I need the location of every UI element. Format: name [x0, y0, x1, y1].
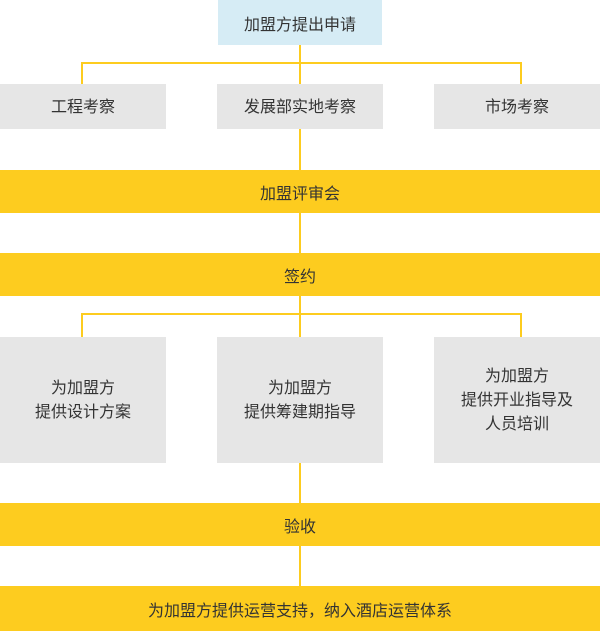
inspection-node-market: 市场考察: [434, 84, 600, 129]
final-band: 为加盟方提供运营支持，纳入酒店运营体系: [0, 586, 600, 631]
inspection-node-engineering-label: 工程考察: [50, 96, 115, 116]
inspection-node-engineering: 工程考察: [0, 84, 166, 129]
connector-branch-bottom-right-drop: [520, 313, 522, 337]
inspection-node-development: 发展部实地考察: [217, 84, 383, 129]
service-node-design-line1: 为加盟方: [50, 378, 115, 397]
sign-band-label: 签约: [283, 266, 316, 286]
acceptance-band-label: 验收: [283, 516, 316, 536]
service-node-construction-line2: 提供筹建期指导: [243, 402, 356, 421]
connector-acceptance-to-final: [299, 546, 301, 586]
connector-branch-right-drop: [520, 62, 522, 84]
connector-sign-down: [299, 296, 301, 314]
inspection-node-development-label: 发展部实地考察: [243, 96, 356, 116]
service-node-opening-line1: 为加盟方: [484, 366, 549, 385]
connector-branch-bottom-horizontal: [81, 313, 522, 315]
acceptance-band: 验收: [0, 503, 600, 546]
connector-start-down: [299, 45, 301, 63]
service-node-construction: 为加盟方 提供筹建期指导: [217, 337, 383, 463]
service-node-construction-line1: 为加盟方: [267, 378, 332, 397]
service-node-design-line2: 提供设计方案: [34, 402, 131, 421]
service-node-opening-line3: 人员培训: [484, 414, 549, 433]
service-node-opening-line2: 提供开业指导及: [460, 390, 573, 409]
start-node-label: 加盟方提出申请: [243, 14, 356, 34]
service-node-opening: 为加盟方 提供开业指导及 人员培训: [434, 337, 600, 463]
sign-band: 签约: [0, 253, 600, 296]
connector-branch-left-drop: [81, 62, 83, 84]
review-band-label: 加盟评审会: [259, 183, 340, 203]
inspection-node-market-label: 市场考察: [484, 96, 549, 116]
start-node: 加盟方提出申请: [218, 0, 382, 45]
connector-branch-bottom-left-drop: [81, 313, 83, 337]
final-band-label: 为加盟方提供运营支持，纳入酒店运营体系: [147, 600, 452, 620]
connector-branch-top-horizontal: [81, 62, 522, 64]
review-band: 加盟评审会: [0, 170, 600, 213]
connector-review-to-sign: [299, 213, 301, 253]
service-node-design: 为加盟方 提供设计方案: [0, 337, 166, 463]
